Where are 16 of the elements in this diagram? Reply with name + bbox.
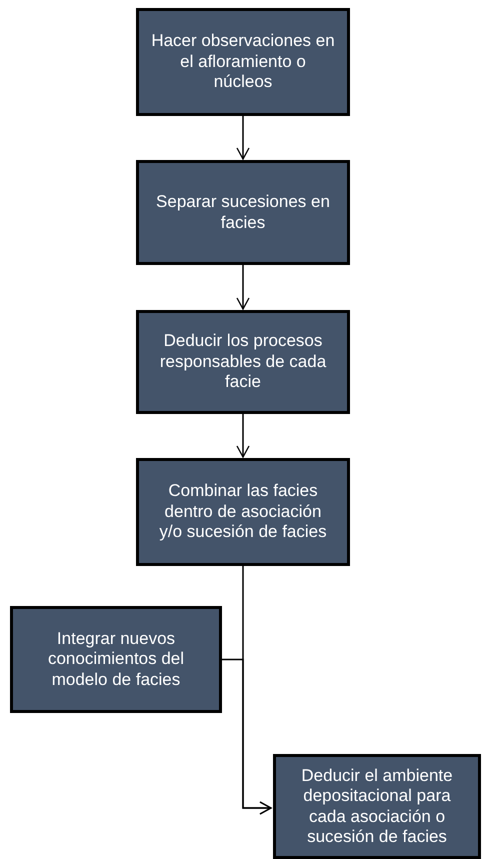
process-box: [136, 8, 350, 116]
process-box: [273, 754, 481, 859]
step-text: Deducir los procesos responsables de cada facie: [158, 331, 328, 393]
process-box: [136, 310, 350, 414]
step-text: Combinar las facies dentro de asociación y/o sucesión de facies: [158, 481, 328, 543]
process-box: [136, 458, 350, 566]
arrow: [236, 116, 250, 160]
arrow: [236, 265, 250, 310]
arrow: [222, 658, 272, 815]
process-box: [136, 160, 350, 265]
step-text: Deducir el ambiente depositacional para cada asociación o sucesión de facies: [300, 766, 454, 848]
step-text: Separar sucesiones en facies: [155, 192, 331, 233]
arrow: [236, 414, 250, 458]
step-text: Hacer observaciones en el afloramiento o núcleos: [151, 31, 335, 93]
process-box: [10, 606, 222, 713]
step-text: Integrar nuevos conocimientos del modelo de facies: [46, 628, 186, 690]
